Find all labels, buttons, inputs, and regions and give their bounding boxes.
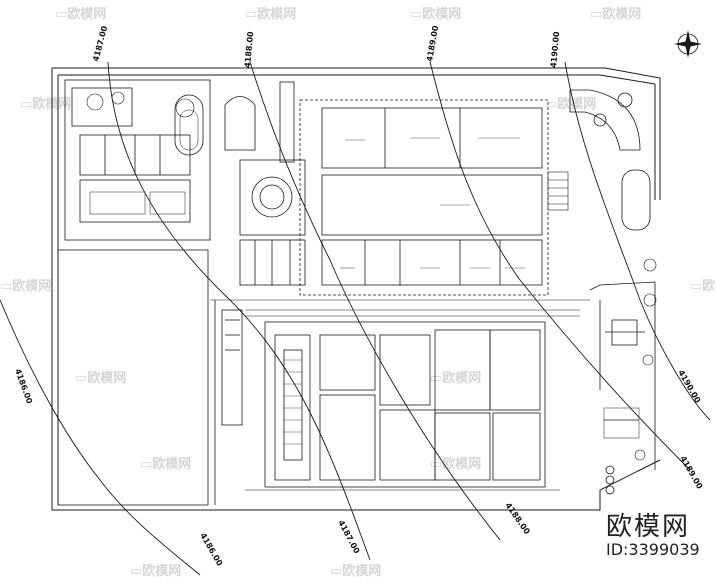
svg-text:▭欧模网: ▭欧模网 xyxy=(330,563,381,579)
corridor-lines xyxy=(210,299,590,491)
room-label-placeholders xyxy=(340,137,525,269)
contour-label: 4186.00 xyxy=(13,368,34,406)
svg-text:▭欧模网: ▭欧模网 xyxy=(410,6,461,22)
contour-label: 4190.00 xyxy=(676,369,702,405)
tree-symbols-west xyxy=(86,91,195,118)
svg-text:▭欧模网: ▭欧模网 xyxy=(430,370,481,386)
compass-rose-icon xyxy=(674,30,702,58)
contour-label: 4188.00 xyxy=(503,501,532,536)
tree-symbols-east xyxy=(634,258,657,461)
ne-garden xyxy=(569,89,651,231)
svg-text:▭欧: ▭欧 xyxy=(690,278,715,294)
west-open-lot xyxy=(57,249,243,506)
watermark-brand: 欧模网 xyxy=(606,512,691,542)
north-room-row xyxy=(299,99,549,296)
watermark-id: ID:3399039 xyxy=(606,540,700,559)
svg-text:▭欧模网: ▭欧模网 xyxy=(140,456,191,472)
svg-text:▭欧模网: ▭欧模网 xyxy=(75,370,126,386)
watermark-tiles: ▭欧模网 ▭欧模网 ▭欧模网 ▭欧模网 ▭欧模网 ▭欧模网 ▭欧模网 ▭欧 ▭欧… xyxy=(0,6,715,579)
contour-line-5 xyxy=(0,299,201,576)
east-stair xyxy=(547,171,569,211)
contour-label: 4189.00 xyxy=(425,24,440,62)
contour-label: 4190.00 xyxy=(549,31,561,69)
contour-line-3 xyxy=(429,61,691,471)
svg-text:▭欧模网: ▭欧模网 xyxy=(545,96,596,112)
contour-line-1 xyxy=(107,61,371,561)
svg-text:▭欧模网: ▭欧模网 xyxy=(55,6,106,22)
svg-text:▭欧模网: ▭欧模网 xyxy=(130,563,181,579)
svg-text:▭欧模网: ▭欧模网 xyxy=(590,6,641,22)
west-residence-block xyxy=(64,79,211,241)
contour-line-4 xyxy=(564,61,711,421)
svg-text:▭欧模网: ▭欧模网 xyxy=(245,6,296,22)
svg-text:▭欧模网: ▭欧模网 xyxy=(20,96,71,112)
central-courtyard-structures xyxy=(224,81,306,286)
contour-lines xyxy=(0,61,711,576)
south-stair-hatch xyxy=(284,359,302,445)
contour-label: 4188.00 xyxy=(243,31,255,69)
contour-label: 4186.00 xyxy=(198,532,224,568)
east-playground xyxy=(589,281,656,495)
svg-text:▭欧模网: ▭欧模网 xyxy=(0,278,51,294)
site-boundary xyxy=(51,67,661,511)
contour-label: 4189.00 xyxy=(678,455,704,491)
contour-labels: 4187.00 4188.00 4189.00 4190.00 4186.00 … xyxy=(13,24,704,567)
contour-line-2 xyxy=(249,61,501,541)
contour-label: 4187.00 xyxy=(336,519,361,556)
svg-text:▭欧模网: ▭欧模网 xyxy=(430,456,481,472)
contour-label: 4187.00 xyxy=(91,25,109,63)
south-hall-block xyxy=(264,321,546,488)
